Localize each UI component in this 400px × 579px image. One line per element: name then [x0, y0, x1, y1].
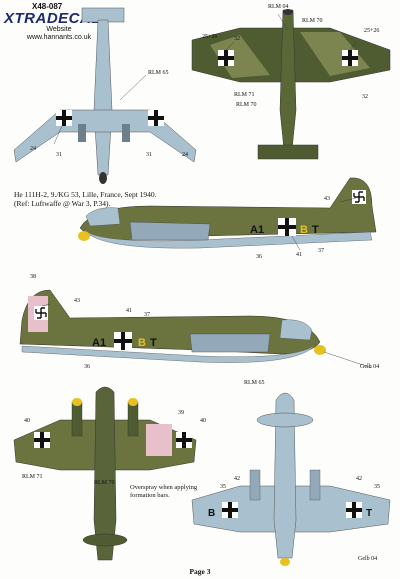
label-rlm65-he111: RLM 65 [244, 380, 265, 386]
balkenkreuz-wing-right [342, 50, 358, 66]
label-rlm65-ju87: RLM 65 [148, 70, 169, 76]
label-39: 39 [178, 410, 184, 416]
swastika-tail-b [34, 306, 48, 320]
label-31-right: 31 [146, 152, 152, 158]
he111-top-view [13, 386, 197, 561]
label-32-left: 32 [234, 36, 240, 42]
code-b-b: B [138, 337, 146, 349]
code-t-a: T [312, 224, 319, 236]
balkenkreuz-top-right [176, 432, 192, 448]
label-40-left: 40 [24, 418, 30, 424]
label-rlm70-ju87-top: RLM 70 [302, 18, 323, 24]
label-42-left: 42 [234, 476, 240, 482]
website-url[interactable]: www.hannants.co.uk [26, 34, 92, 41]
overspray-note: Overspray when applying formation bars. [130, 484, 198, 499]
label-37-a: 37 [318, 248, 324, 254]
label-40-right: 40 [200, 418, 206, 424]
label-35-right: 35 [374, 484, 380, 490]
label-42-right: 42 [356, 476, 362, 482]
code-b-underside-left: B [208, 508, 215, 519]
balkenkreuz-top-left [34, 432, 50, 448]
label-25-26-left: 25+26 [202, 34, 218, 40]
label-24-right: 24 [182, 152, 188, 158]
balkenkreuz-fuselage-a [278, 218, 296, 236]
balkenkreuz-wing-left [218, 50, 234, 66]
label-rlm70-he111: RLM 70 [94, 480, 115, 486]
website-label: Website [46, 26, 72, 33]
balkenkreuz-fuselage-b [114, 332, 132, 350]
brand-logo: XTRADECAL [4, 10, 101, 27]
label-43-a: 43 [324, 196, 330, 202]
leader-lines [41, 13, 373, 369]
label-37-b: 37 [144, 312, 150, 318]
page-number: Page 3 [189, 567, 211, 576]
ju87-upper-view [191, 9, 391, 160]
swastika-tail-a [352, 190, 366, 204]
label-35-left: 35 [220, 484, 226, 490]
label-32-right: 32 [362, 94, 368, 100]
code-b-a: B [300, 224, 308, 236]
label-rlm71-ju87: RLM 71 [234, 92, 255, 98]
code-t-underside-right: T [366, 508, 372, 519]
code-letters-a: A1 B T [250, 224, 319, 236]
label-38-b: 38 [30, 274, 36, 280]
header: X48-087 XTRADECAL Website www.hannants.c… [4, 2, 124, 42]
label-rlm04-ju87: RLM 04 [268, 4, 289, 10]
balkenkreuz-underside-right [346, 502, 362, 518]
balkenkreuz-underwing-right [148, 110, 164, 126]
label-rlm71-he111: RLM 71 [22, 474, 43, 480]
label-gelb04-he111-side: Gelb 04 [360, 364, 380, 370]
balkenkreuz-underwing-left [56, 110, 72, 126]
ju87-underside-view [13, 7, 197, 184]
caption-line-1: He 111H-2, 9./KG 53, Lille, France, Sept… [14, 190, 157, 199]
code-a1-a: A1 [250, 224, 264, 236]
balkenkreuz-underside-left [222, 502, 238, 518]
product-code: X48-087 [32, 2, 63, 11]
label-rlm70-ju87-mid: RLM 70 [236, 102, 257, 108]
label-25-26-right: 25+26 [364, 28, 380, 34]
label-43-b: 43 [74, 298, 80, 304]
he111-side-view-left-facing [19, 289, 326, 363]
code-letters-underside: B T [208, 508, 372, 519]
label-41-a: 41 [296, 252, 302, 258]
code-letters-b: A1 B T [92, 337, 157, 349]
he111-underside-view [191, 392, 391, 566]
code-a1-b: A1 [92, 337, 106, 349]
label-36-a: 36 [256, 254, 262, 260]
label-31-left: 31 [56, 152, 62, 158]
aircraft-caption: He 111H-2, 9./KG 53, Lille, France, Sept… [14, 190, 184, 208]
label-41-b: 41 [126, 308, 132, 314]
caption-line-2: (Ref: Luftwaffe @ War 3, P.34). [14, 199, 111, 208]
label-gelb04-underside: Gelb 04 [358, 556, 378, 562]
label-36-b: 36 [84, 364, 90, 370]
label-24-left: 24 [30, 146, 36, 152]
he111-side-view-right-facing [78, 177, 377, 249]
code-t-b: T [150, 337, 157, 349]
